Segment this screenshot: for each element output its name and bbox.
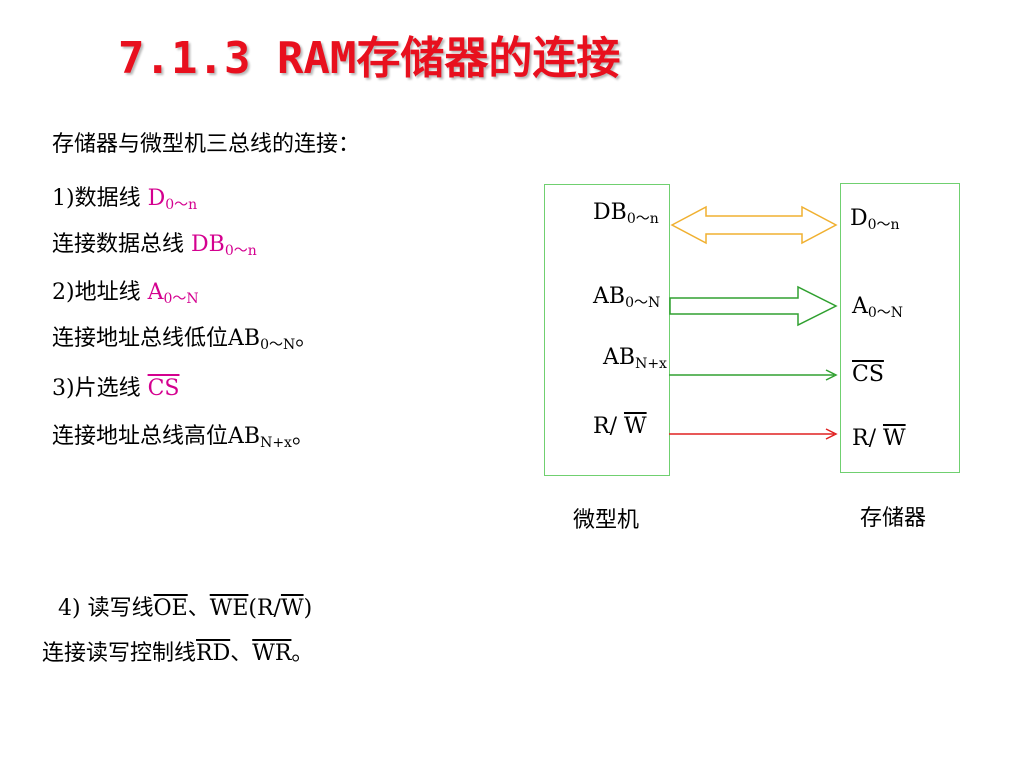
rw-arrow-head: [825, 428, 838, 440]
cpu-pin-db: DB0～n: [593, 200, 659, 227]
data-bus-arrow: [670, 205, 838, 245]
mem-pin-rw: R/ W: [852, 426, 906, 451]
cpu-pin-abx: ABN+x: [603, 345, 667, 372]
memory-label: 存储器: [860, 506, 927, 531]
cpu-label: 微型机: [573, 508, 640, 533]
wr-signal: WR: [252, 641, 292, 666]
rw-line-item: 4) 读写线OE、WE(R/W): [58, 596, 313, 621]
address-bus-arrow: [669, 285, 838, 327]
data-line-prefix: 1)数据线: [52, 186, 148, 211]
data-desc-signal: DB0～n: [191, 232, 257, 259]
mem-pin-a: A0～N: [852, 294, 904, 321]
oe-signal: OE: [153, 596, 188, 621]
page-title: 7.1.3 RAM存储器的连接: [118, 33, 621, 84]
addr-line-prefix: 2)地址线: [52, 280, 148, 305]
cpu-box: [544, 184, 670, 476]
memory-box: [840, 183, 960, 473]
data-line-signal: D0～n: [147, 186, 198, 213]
mem-pin-d: D0～n: [850, 206, 900, 233]
cpu-pin-rw: R/ W: [593, 414, 647, 439]
rd-signal: RD: [196, 641, 231, 666]
data-desc-prefix: 连接数据总线: [52, 232, 191, 257]
addr-desc-item: 连接地址总线低位AB0～N。: [52, 326, 318, 353]
addr-line-signal: A0～N: [147, 280, 199, 307]
w-signal: W: [280, 596, 304, 621]
cs-arrow-head: [825, 369, 838, 381]
cpu-pin-ab: AB0～N: [593, 284, 661, 311]
cs-desc-item: 连接地址总线高位ABN+x。: [52, 424, 314, 451]
cs-line-signal: CS: [147, 376, 180, 401]
cs-line-item: 3)片选线 CS: [52, 370, 179, 402]
rw-desc-item: 连接读写控制线RD、WR。: [42, 641, 314, 666]
cs-line-prefix: 3)片选线: [52, 376, 148, 401]
addr-line-item: 2)地址线 A0～N: [52, 274, 199, 308]
we-signal: WE: [209, 596, 249, 621]
data-desc-item: 连接数据总线 DB0～n: [52, 226, 257, 260]
mem-pin-cs: CS: [852, 362, 884, 387]
intro-text: 存储器与微型机三总线的连接：: [52, 132, 361, 157]
data-line-item: 1)数据线 D0～n: [52, 180, 197, 214]
